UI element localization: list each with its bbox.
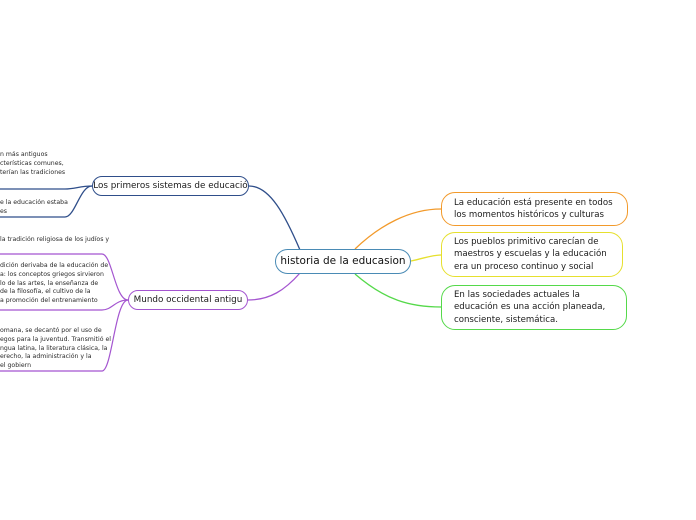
connector-occidental-leaf2 bbox=[0, 299, 129, 311]
connector-occidental-leaf1 bbox=[0, 253, 129, 301]
connector-primeros-leaf2 bbox=[0, 185, 93, 218]
central-topic[interactable]: historia de la educasion bbox=[275, 249, 411, 274]
leaf-occidental-romana[interactable]: omana, se decantó por el uso de egos par… bbox=[0, 327, 111, 370]
connector-central-r2 bbox=[410, 254, 442, 262]
topic-pueblos-label: Los pueblos primitivo carecían de maestr… bbox=[454, 237, 607, 272]
branch-mundo-occidental[interactable]: Mundo occidental antigu bbox=[128, 290, 248, 310]
connector-occidental-leaf3 bbox=[0, 299, 129, 372]
connector-central-r1 bbox=[354, 208, 442, 250]
branch-primeros-sistemas[interactable]: Los primeros sistemas de educació bbox=[92, 176, 249, 196]
leaf-primeros-antiguos[interactable]: n más antiguos cterísticas comunes, terí… bbox=[0, 151, 66, 176]
connector-primeros-leaf1 bbox=[0, 185, 93, 190]
topic-sociedades-label: En las sociedades actuales la educación … bbox=[454, 290, 606, 325]
topic-presente-label: La educación está presente en todos los … bbox=[454, 197, 613, 220]
connector-central-occidental bbox=[247, 272, 301, 301]
topic-sociedades-actuales[interactable]: En las sociedades actuales la educación … bbox=[441, 285, 627, 330]
topic-pueblos-primitivos[interactable]: Los pueblos primitivo carecían de maestr… bbox=[441, 232, 623, 277]
branch-primeros-label: Los primeros sistemas de educació bbox=[93, 180, 248, 191]
connector-central-r3 bbox=[354, 273, 442, 308]
leaf-primeros-educacion[interactable]: e la educación estaba es bbox=[0, 199, 68, 215]
leaf-occidental-judios[interactable]: la tradición religiosa de los judíos y bbox=[0, 236, 110, 243]
topic-presente-historia[interactable]: La educación está presente en todos los … bbox=[441, 192, 628, 226]
central-topic-label: historia de la educasion bbox=[280, 255, 406, 268]
branch-occidental-label: Mundo occidental antigu bbox=[133, 294, 243, 305]
connector-central-primeros bbox=[248, 185, 301, 251]
leaf-occidental-griegos[interactable]: dición derivaba de la educación de a: lo… bbox=[0, 262, 109, 305]
